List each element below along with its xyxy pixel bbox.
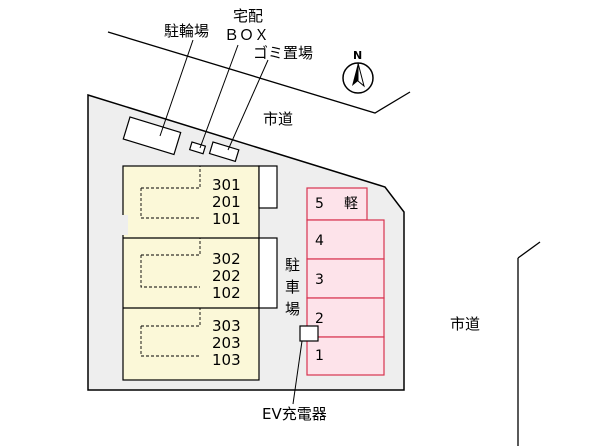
ev-charger-label: EV充電器 bbox=[262, 405, 327, 423]
dotted-partition-6 bbox=[140, 326, 200, 357]
apartment-building: 301 201 101 302 202 102 303 203 103 bbox=[118, 165, 278, 381]
parking-label-char-3: 場 bbox=[285, 300, 300, 318]
parking-stall-3 bbox=[306, 258, 385, 299]
unit-301: 301 bbox=[212, 176, 241, 194]
unit-302: 302 bbox=[212, 250, 241, 268]
parking-stall-4 bbox=[306, 219, 385, 260]
leader-ev-charger bbox=[292, 340, 303, 405]
north-compass-icon: N bbox=[342, 49, 374, 94]
dotted-partition-3 bbox=[141, 238, 201, 256]
parking-label-char-2: 車 bbox=[285, 278, 300, 296]
delivery-box-label-2: ＢＯＸ bbox=[224, 26, 269, 44]
parking-stall-5-number: 5 bbox=[315, 196, 324, 212]
building-notch-left-1 bbox=[118, 215, 128, 235]
garbage-label: ゴミ置場 bbox=[253, 44, 313, 62]
city-road-top-label: 市道 bbox=[263, 110, 293, 128]
leader-delivery-box bbox=[199, 44, 239, 149]
building-balcony-2 bbox=[258, 237, 278, 309]
city-road-right-label: 市道 bbox=[450, 315, 480, 333]
parking-stall-5-note: 軽 bbox=[344, 196, 358, 212]
unit-102: 102 bbox=[212, 284, 241, 302]
parking-area bbox=[306, 187, 385, 376]
parking-stall-1 bbox=[306, 336, 385, 376]
bicycle-parking-label: 駐輪場 bbox=[164, 22, 209, 40]
parking-stall-2-number: 2 bbox=[315, 311, 324, 327]
ev-charger-box bbox=[299, 325, 319, 342]
unit-201: 201 bbox=[212, 193, 241, 211]
unit-202: 202 bbox=[212, 267, 241, 285]
road-boundary-top bbox=[107, 31, 411, 114]
garbage-station bbox=[208, 141, 240, 163]
dotted-partition-4 bbox=[140, 255, 200, 288]
parking-stall-5 bbox=[306, 187, 368, 221]
unit-103: 103 bbox=[212, 351, 241, 369]
parking-stall-1-number: 1 bbox=[315, 348, 324, 364]
parking-stall-2 bbox=[306, 297, 385, 338]
building-body bbox=[122, 165, 260, 381]
unit-303: 303 bbox=[212, 317, 241, 335]
building-balcony-1 bbox=[258, 165, 278, 209]
parking-stall-4-number: 4 bbox=[315, 233, 324, 249]
unit-101: 101 bbox=[212, 210, 241, 228]
dotted-partition-5 bbox=[141, 308, 201, 327]
parking-stall-3-number: 3 bbox=[315, 272, 324, 288]
parking-label-char-1: 駐 bbox=[285, 256, 300, 274]
leader-bicycle bbox=[159, 39, 194, 137]
unit-203: 203 bbox=[212, 334, 241, 352]
dotted-partition-2 bbox=[140, 188, 200, 219]
road-boundary-right bbox=[517, 241, 541, 259]
bicycle-parking-shed bbox=[122, 116, 182, 156]
north-label: N bbox=[353, 49, 362, 62]
leader-garbage bbox=[227, 59, 269, 151]
delivery-box-label-1: 宅配 bbox=[233, 7, 263, 25]
